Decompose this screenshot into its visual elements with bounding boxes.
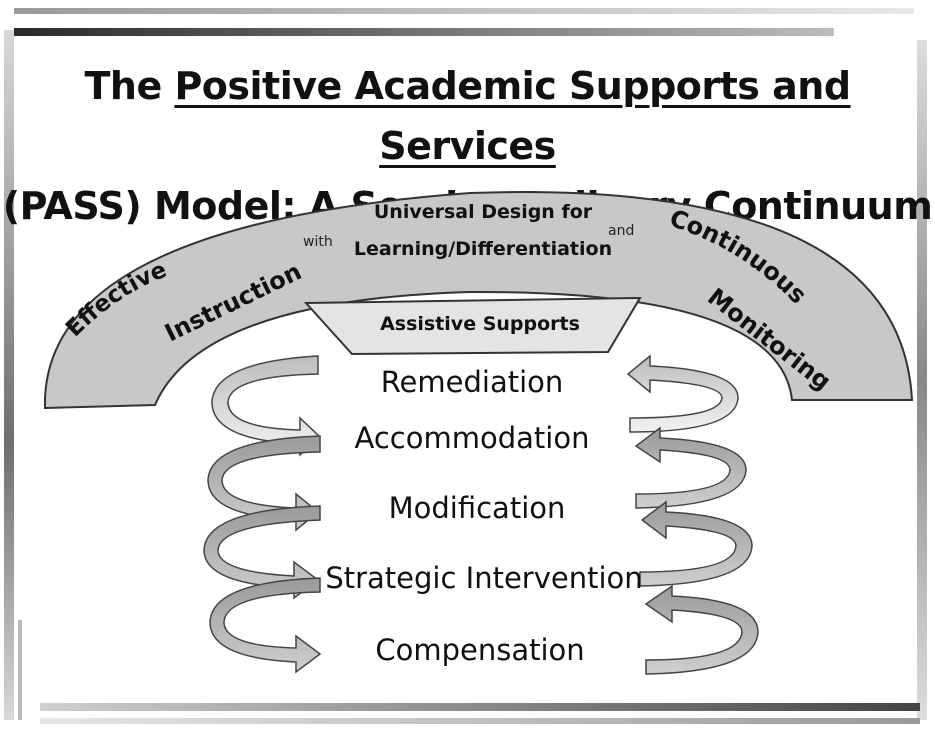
arch-udl-line1: Universal Design for	[374, 201, 593, 223]
continuum-remediation: Remediation	[381, 365, 564, 399]
continuum-modification: Modification	[389, 491, 566, 525]
assistive-supports-label: Assistive Supports	[380, 313, 580, 335]
continuum-accommodation: Accommodation	[355, 421, 590, 455]
right-arrow-1	[626, 354, 739, 433]
title-line-1: The Positive Academic Supports and Servi…	[0, 56, 935, 176]
left-arrow-2	[207, 435, 321, 532]
arch-udl-line2: Learning/Differentiation	[354, 238, 612, 260]
frame-bottom-bar	[40, 703, 920, 711]
frame-left-bar-inner	[18, 620, 22, 720]
right-arrow-3	[639, 500, 753, 587]
arch-and-label: and	[608, 223, 634, 239]
left-spiral-arrows	[203, 355, 322, 674]
arch-with-label: with	[303, 234, 333, 250]
continuum-compensation: Compensation	[375, 633, 584, 667]
right-spiral-arrows	[626, 354, 759, 675]
frame-bottom-bar-light	[40, 718, 920, 724]
frame-top-bar	[14, 8, 914, 14]
title-underlined: Positive Academic Supports and Services	[174, 64, 851, 168]
assistive-supports-box	[303, 296, 642, 356]
right-arrow-2	[634, 426, 747, 509]
frame-right-bar	[917, 40, 927, 720]
title-prefix: The	[84, 64, 175, 108]
continuum-strategic-intervention: Strategic Intervention	[325, 561, 642, 595]
left-arrow-4	[209, 577, 322, 674]
frame-top-bar-dark	[14, 28, 834, 36]
right-arrow-4	[644, 584, 759, 675]
frame-left-bar	[4, 30, 14, 720]
